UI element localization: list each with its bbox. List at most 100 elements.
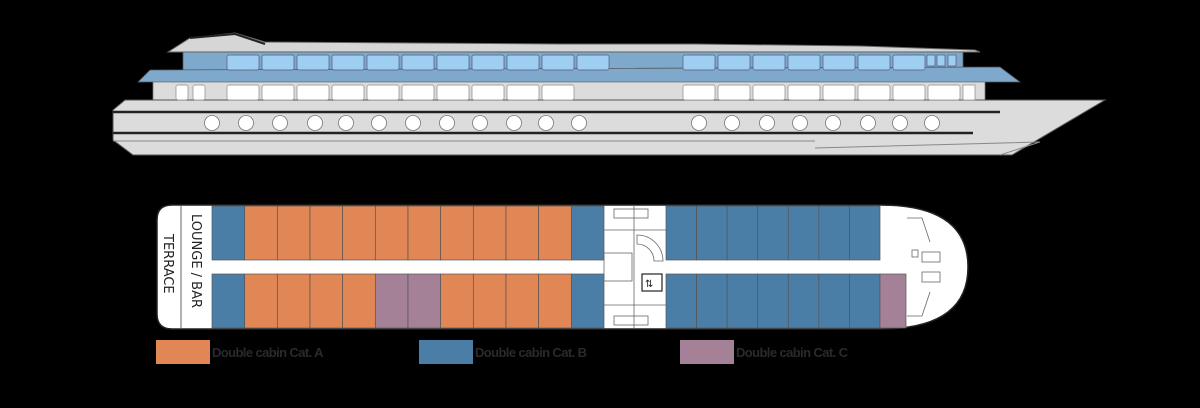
- upper-window: [436, 54, 470, 71]
- legend-label-cat-a: Double cabin Cat. A: [212, 344, 324, 360]
- legend-swatch-cat-b: [419, 340, 473, 364]
- cabin-cat-a[interactable]: [309, 273, 344, 329]
- porthole: [860, 115, 876, 131]
- cabin-cat-b[interactable]: [570, 273, 605, 329]
- cabin-cat-b[interactable]: [211, 273, 246, 329]
- cabin-cat-a[interactable]: [276, 205, 311, 261]
- porthole: [571, 115, 587, 131]
- cabin-cat-b[interactable]: [696, 273, 728, 329]
- cabin-cat-b[interactable]: [849, 273, 881, 329]
- cabin-cat-a[interactable]: [505, 205, 540, 261]
- cabin-cat-a[interactable]: [342, 205, 376, 261]
- cabin-cat-a[interactable]: [244, 273, 278, 329]
- cabin-cat-a[interactable]: [407, 205, 442, 261]
- middle-window: [471, 84, 505, 101]
- middle-window: [752, 84, 786, 101]
- cabin-cat-a[interactable]: [309, 205, 344, 261]
- upper-window: [331, 54, 365, 71]
- porthole: [892, 115, 908, 131]
- porthole: [924, 115, 940, 131]
- cabin-cat-a[interactable]: [374, 205, 409, 261]
- upper-window: [261, 54, 295, 71]
- stairs-icon: [613, 315, 649, 326]
- upper-window: [936, 54, 946, 67]
- cabin-cat-a[interactable]: [440, 273, 474, 329]
- cabin-cat-b[interactable]: [787, 205, 820, 261]
- cabin-cat-a[interactable]: [472, 273, 507, 329]
- porthole: [724, 115, 740, 131]
- upper-window: [857, 54, 891, 71]
- cabin-cat-b[interactable]: [787, 273, 820, 329]
- upper-window: [401, 54, 435, 71]
- upper-window: [682, 54, 716, 71]
- middle-window: [927, 84, 961, 101]
- upper-window: [892, 54, 926, 71]
- cabin-cat-b[interactable]: [570, 205, 605, 261]
- cabin-cat-a[interactable]: [505, 273, 540, 329]
- cabin-cat-c[interactable]: [374, 273, 409, 329]
- upper-window: [787, 54, 821, 71]
- stairs-icon: [613, 208, 649, 219]
- middle-window: [261, 84, 295, 101]
- cabin-cat-b[interactable]: [665, 205, 697, 261]
- cabin-cat-b[interactable]: [757, 273, 789, 329]
- cabin-cat-a[interactable]: [538, 273, 572, 329]
- legend-cat-a: Double cabin Cat. A: [156, 340, 324, 364]
- middle-window: [682, 84, 716, 101]
- cabin-cat-b[interactable]: [696, 205, 728, 261]
- legend-label-cat-c: Double cabin Cat. C: [736, 344, 848, 360]
- legend-cat-b: Double cabin Cat. B: [419, 340, 587, 364]
- middle-window: [541, 84, 575, 101]
- bow-line: [814, 141, 1041, 156]
- legend-swatch-cat-a: [156, 340, 210, 364]
- cabin-cat-b[interactable]: [665, 273, 697, 329]
- cabin-cat-a[interactable]: [342, 273, 376, 329]
- cabin-cat-b[interactable]: [726, 273, 759, 329]
- upper-window: [926, 54, 936, 67]
- middle-window: [366, 84, 400, 101]
- upper-window: [752, 54, 786, 71]
- porthole: [439, 115, 455, 131]
- upper-window: [576, 54, 610, 71]
- middle-window: [962, 84, 976, 101]
- cabin-cat-b[interactable]: [211, 205, 246, 261]
- porthole: [538, 115, 554, 131]
- porthole: [759, 115, 775, 131]
- spiral-staircase-icon: [636, 234, 664, 262]
- porthole: [371, 115, 387, 131]
- middle-window: [331, 84, 365, 101]
- cabin-cat-a[interactable]: [538, 205, 572, 261]
- porthole: [307, 115, 323, 131]
- cabin-cat-c[interactable]: [407, 273, 442, 329]
- middle-window: [436, 84, 470, 101]
- roof-railing: [189, 32, 266, 45]
- cabin-cat-b[interactable]: [757, 205, 789, 261]
- porthole: [204, 115, 220, 131]
- cabin-cat-b[interactable]: [726, 205, 759, 261]
- stair-area: ⇅: [603, 206, 666, 328]
- middle-window: [401, 84, 435, 101]
- cabin-cat-c[interactable]: [879, 273, 907, 329]
- upper-window: [296, 54, 330, 71]
- middle-window: [822, 84, 856, 101]
- middle-window: [506, 84, 540, 101]
- cabin-cat-a[interactable]: [440, 205, 474, 261]
- deck-plan: ⇅: [156, 204, 969, 330]
- legend-label-cat-b: Double cabin Cat. B: [475, 344, 587, 360]
- cabin-cat-b[interactable]: [818, 205, 850, 261]
- cabin-cat-a[interactable]: [244, 205, 278, 261]
- middle-window: [192, 84, 206, 101]
- upper-window: [506, 54, 540, 71]
- elevator-block-icon: [603, 252, 633, 282]
- porthole: [338, 115, 354, 131]
- cabin-cat-a[interactable]: [472, 205, 507, 261]
- cabin-cat-b[interactable]: [849, 205, 881, 261]
- middle-window: [296, 84, 330, 101]
- cabin-cat-b[interactable]: [818, 273, 850, 329]
- porthole: [238, 115, 254, 131]
- cabin-cat-a[interactable]: [276, 273, 311, 329]
- porthole: [405, 115, 421, 131]
- middle-window: [787, 84, 821, 101]
- porthole: [272, 115, 288, 131]
- porthole: [472, 115, 488, 131]
